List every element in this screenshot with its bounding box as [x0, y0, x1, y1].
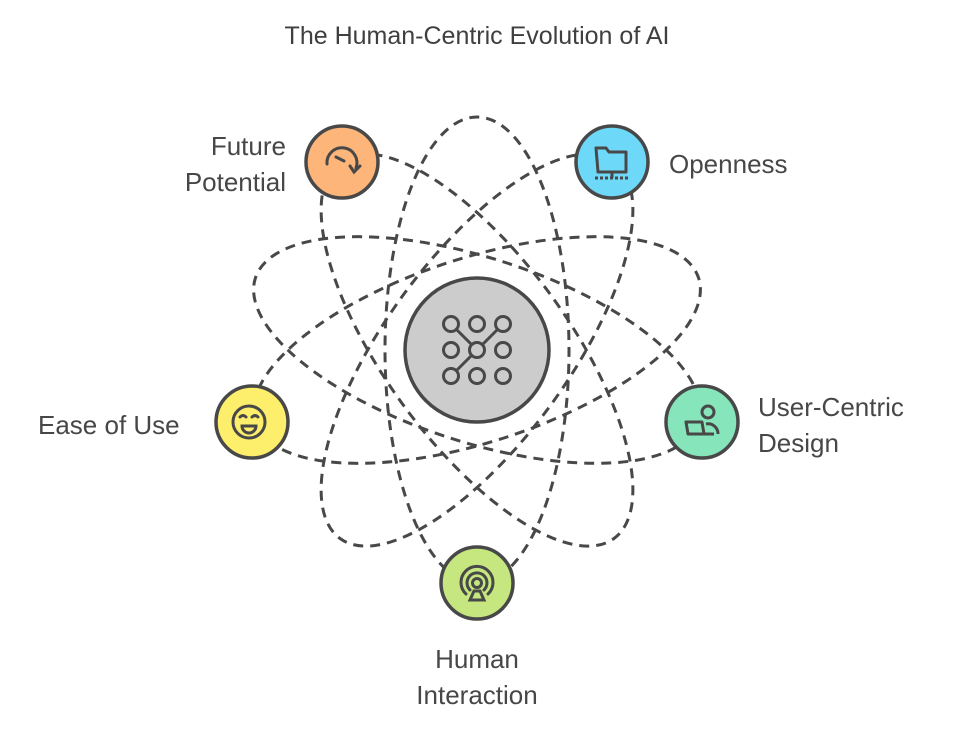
label-line: Interaction [416, 680, 538, 710]
label-line: Openness [669, 149, 788, 179]
node-human-interaction [439, 545, 515, 621]
diagram-title: The Human-Centric Evolution of AI [284, 22, 670, 50]
label-openness: Openness [669, 146, 788, 182]
user-laptop-icon [684, 404, 720, 436]
smile-face-icon [231, 404, 267, 440]
label-line: User-Centric [758, 392, 904, 422]
label-future-potential: Future Potential [168, 128, 286, 200]
network-pattern-icon [442, 315, 512, 385]
center-hub [403, 276, 551, 424]
network-folder-icon [594, 146, 629, 180]
label-line: Potential [184, 167, 286, 197]
node-future-potential [304, 124, 380, 200]
node-user-centric-design [664, 384, 740, 460]
broadcast-person-icon [459, 564, 495, 602]
label-line: Future [210, 131, 286, 161]
label-user-centric-design: User-Centric Design [758, 389, 904, 461]
label-human-interaction: Human Interaction [377, 641, 577, 713]
node-openness [574, 124, 650, 200]
label-ease-of-use: Ease of Use [38, 407, 180, 443]
label-line: Human [435, 644, 519, 674]
rotate-arrow-icon [325, 146, 362, 175]
node-ease-of-use [214, 384, 290, 460]
label-line: Ease of Use [38, 410, 180, 440]
label-line: Design [758, 428, 839, 458]
